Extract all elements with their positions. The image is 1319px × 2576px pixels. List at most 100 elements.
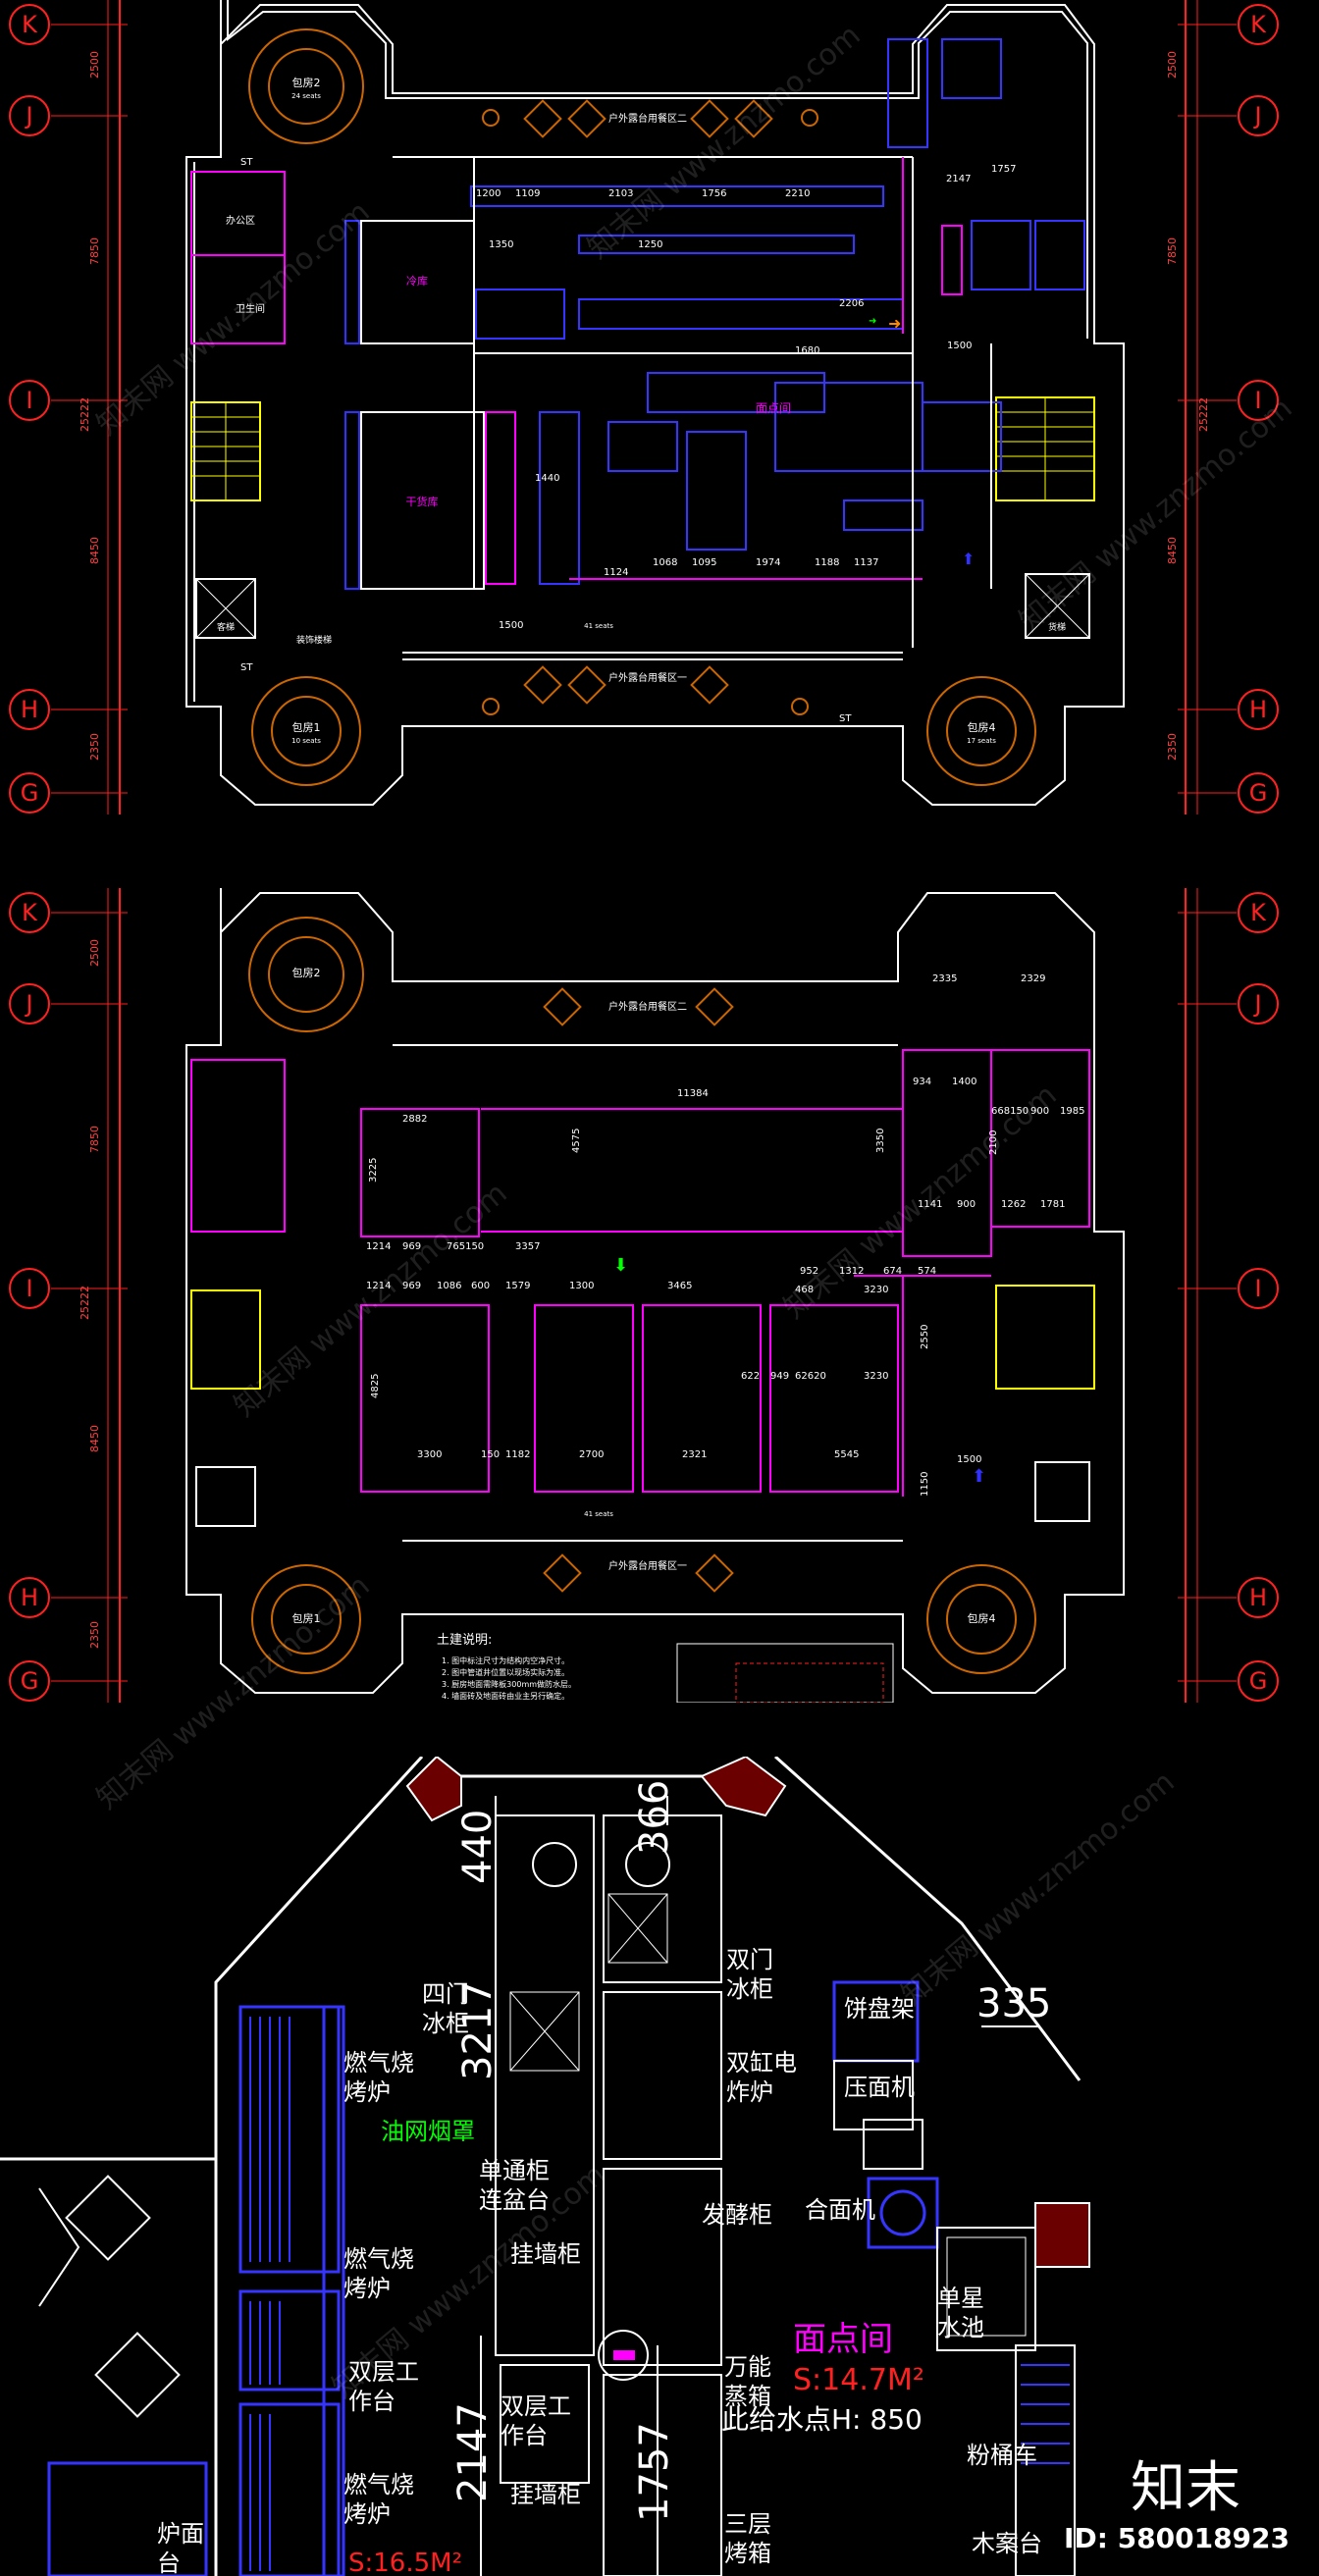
svg-text:1086: 1086 — [437, 1281, 461, 1291]
civil-partitions — [360, 1049, 1090, 1497]
svg-text:1214: 1214 — [366, 1281, 391, 1291]
p2-hall: 41 seats — [584, 1510, 613, 1518]
label-wall-cabinet-2: 挂墙柜 — [510, 2481, 581, 2508]
svg-text:1500: 1500 — [947, 341, 972, 351]
noodle-room-detail: 440 366 3217 335 2147 1757 四门冰柜 双门冰柜 燃气烧… — [0, 1757, 1319, 2576]
label-universal-steamer: 万能蒸箱 — [724, 2353, 771, 2410]
grid-h-left: H — [21, 696, 38, 723]
private1-seats: 10 seats — [291, 737, 321, 745]
dim2-axis-25222: 25222 — [79, 1286, 91, 1320]
ovens-grille — [249, 2017, 290, 2571]
grid2-k-left: K — [22, 899, 38, 926]
civil-notes: 土建说明: 1. 图中标注尺寸为结构内空净尺寸。 2. 图中管道井位置以现场实际… — [437, 1633, 894, 1703]
grid-axis-left: K J I H G 2500 7850 25222 8450 2350 — [9, 0, 128, 815]
grid2-i-right: I — [1254, 1275, 1261, 1302]
floor-plan-civil: K J I H G 2500 7850 25222 8450 2350 K J … — [0, 888, 1319, 1703]
svg-text:574: 574 — [918, 1266, 936, 1277]
label-gas-oven-1: 燃气烧烤炉 — [343, 2049, 414, 2106]
svg-text:3225: 3225 — [368, 1158, 379, 1183]
terrace-2: 户外露台用餐区二 户外露台用餐区一 — [543, 987, 734, 1593]
kitchen-equipment — [470, 38, 1085, 585]
svg-text:1312: 1312 — [839, 1266, 864, 1277]
kitchen-walls — [473, 157, 992, 648]
terrace-top-label: 户外露台用餐区二 — [608, 112, 687, 125]
svg-text:1188: 1188 — [815, 557, 839, 568]
label-mixer: 合面机 — [805, 2196, 875, 2224]
grid-i-right: I — [1254, 387, 1261, 414]
svg-text:1974: 1974 — [756, 557, 780, 568]
label-single-pass: 单通柜连盆台 — [479, 2157, 550, 2214]
svg-text:2329: 2329 — [1021, 973, 1045, 984]
p2-terrace-top: 户外露台用餐区二 — [608, 1000, 687, 1013]
plan2-dims: 2335 2329 11384 2882 3225 4575 934 1400 … — [366, 973, 1084, 1497]
label-room-title: 面点间 — [793, 2320, 893, 2359]
svg-text:1214: 1214 — [366, 1241, 391, 1252]
office-label: 办公区 — [226, 214, 255, 227]
svg-text:1350: 1350 — [489, 239, 513, 250]
detail-svg: 440 366 3217 335 2147 1757 四门冰柜 双门冰柜 燃气烧… — [0, 1757, 1090, 2576]
svg-text:1109: 1109 — [515, 188, 540, 199]
label-double-bench-2: 双层工作台 — [501, 2392, 571, 2449]
p2-terrace-bottom: 户外露台用餐区一 — [608, 1559, 687, 1572]
dim-3217: 3217 — [455, 1980, 501, 2080]
dim-axis-2500: 2500 — [88, 51, 101, 79]
svg-text:949: 949 — [770, 1371, 789, 1382]
grid-j-left: J — [24, 102, 32, 130]
label-press: 压面机 — [844, 2074, 915, 2101]
stair-right — [995, 396, 1095, 501]
svg-text:1150: 1150 — [920, 1472, 930, 1497]
svg-text:1781: 1781 — [1040, 1199, 1065, 1210]
detail-dim-lines — [480, 1796, 1040, 2576]
column-left — [405, 1757, 462, 1822]
building-walls — [185, 0, 1125, 806]
note-1: 1. 图中标注尺寸为结构内空净尺寸。 — [442, 1656, 569, 1665]
dim-1757: 1757 — [632, 2422, 677, 2522]
private1-label: 包房1 — [292, 721, 321, 734]
dim-axis-25222: 25222 — [79, 397, 91, 432]
label-stove: 炉面台 — [157, 2520, 204, 2576]
kitchen-fittings — [485, 157, 963, 585]
note-2: 2. 图中管道井位置以现场实际为准。 — [442, 1667, 569, 1677]
grid-j-right: J — [1252, 102, 1261, 130]
dim2-axis-7850: 7850 — [88, 1126, 101, 1153]
plan1-dims: 1200 1109 2103 1756 2210 1350 1250 2206 … — [476, 164, 1016, 631]
svg-text:468: 468 — [795, 1285, 814, 1295]
plan2-svg: K J I H G 2500 7850 25222 8450 2350 K J … — [9, 888, 1279, 1703]
note-4: 4. 墙面砖及地面砖由业主另行确定。 — [442, 1691, 569, 1701]
grid-g-right: G — [1249, 779, 1268, 807]
svg-text:622: 622 — [741, 1371, 760, 1382]
grid-k-left: K — [22, 11, 38, 38]
dim-axis-8450: 8450 — [88, 537, 101, 564]
note-3: 3. 厨房地面需降板300mm做防水层。 — [442, 1679, 576, 1689]
svg-text:1262: 1262 — [1001, 1199, 1026, 1210]
grid-i-left: I — [26, 387, 32, 414]
guest-lift-label: 客梯 — [217, 621, 235, 633]
svg-text:1137: 1137 — [854, 557, 878, 568]
p2-private1: 包房1 — [292, 1612, 321, 1625]
detail-walls — [0, 1757, 1082, 2576]
svg-text:674: 674 — [883, 1266, 902, 1277]
svg-text:668150: 668150 — [991, 1106, 1029, 1117]
dining-tables — [38, 2175, 181, 2418]
svg-text:1068: 1068 — [653, 557, 677, 568]
private-room-2: 包房2 24 seats — [248, 28, 364, 144]
label-double-bench: 双层工作台 — [348, 2358, 419, 2415]
svg-text:900: 900 — [1030, 1106, 1049, 1117]
svg-text:5545: 5545 — [834, 1449, 859, 1460]
toilet-label: 卫生间 — [236, 302, 265, 315]
label-water-point: 此给水点H: 850 — [721, 2403, 923, 2436]
svg-text:1680: 1680 — [795, 345, 819, 356]
label-ferment: 发酵柜 — [702, 2201, 772, 2229]
svg-text:1756: 1756 — [702, 188, 726, 199]
label-area-bottom: S:16.5M² — [348, 2549, 462, 2576]
grid-h-right: H — [1249, 696, 1267, 723]
grid-g-left: G — [21, 779, 39, 807]
arrow-green: ➜ — [869, 316, 876, 327]
terrace-bottom-label: 户外露台用餐区一 — [608, 671, 687, 684]
bottom-left-equipment — [47, 2461, 208, 2576]
svg-text:3230: 3230 — [864, 1371, 888, 1382]
svg-text:1500: 1500 — [957, 1454, 981, 1465]
dim-axis-r-2350: 2350 — [1166, 733, 1179, 761]
grid2-i-left: I — [26, 1275, 32, 1302]
svg-text:1985: 1985 — [1060, 1106, 1084, 1117]
